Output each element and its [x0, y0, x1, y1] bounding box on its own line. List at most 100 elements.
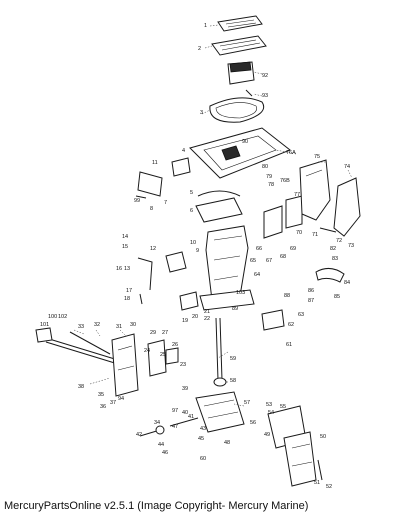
callout-34: 34: [154, 420, 160, 426]
callout-labels: 1 2 92 93 3 4 90 80 79 78 76A 76B 75 74 …: [40, 23, 354, 490]
clip-26[interactable]: [165, 347, 179, 365]
plate-70[interactable]: [285, 195, 303, 229]
callout-42: 42: [136, 432, 142, 438]
callout-6: 6: [190, 208, 193, 214]
callout-27: 27: [162, 330, 168, 336]
screw-93[interactable]: [245, 89, 253, 97]
callout-37: 37: [110, 400, 116, 406]
gasket-ring[interactable]: [209, 97, 265, 123]
shift-rod[interactable]: [137, 257, 153, 291]
cover-frame[interactable]: [211, 35, 267, 56]
callout-57: 57: [244, 400, 250, 406]
callout-75: 75: [314, 154, 320, 160]
callout-50: 50: [320, 434, 326, 440]
callout-53: 53: [266, 402, 272, 408]
drive-shaft[interactable]: [215, 317, 223, 381]
bushing-58[interactable]: [213, 377, 227, 387]
callout-64: 64: [254, 272, 260, 278]
callout-51: 51: [314, 480, 320, 486]
steering-arm[interactable]: [35, 327, 119, 365]
callout-103: 103: [236, 290, 245, 296]
callout-56: 56: [250, 420, 256, 426]
callout-80: 80: [262, 164, 268, 170]
callout-88: 88: [284, 293, 290, 299]
cover-box[interactable]: [227, 61, 255, 85]
callout-48: 48: [224, 440, 230, 446]
exploded-parts-diagram: 1 2 92 93 3 4 90 80 79 78 76A 76B 75 74 …: [35, 15, 361, 490]
swivel-bracket-left[interactable]: [111, 333, 139, 397]
swivel-bracket-center[interactable]: [147, 339, 167, 377]
callout-4: 4: [182, 148, 185, 154]
bracket-12[interactable]: [165, 251, 187, 273]
callout-71: 71: [312, 232, 318, 238]
callout-92: 92: [262, 73, 268, 79]
callout-93: 93: [262, 93, 268, 99]
callout-90: 90: [242, 139, 248, 145]
callout-97: 97: [172, 408, 178, 414]
callout-52: 52: [326, 484, 332, 490]
callout-18: 18: [124, 296, 130, 302]
callout-58: 58: [230, 378, 236, 384]
callout-87: 87: [308, 298, 314, 304]
lever-84[interactable]: [315, 268, 345, 283]
callout-69: 69: [290, 246, 296, 252]
link-rod-72[interactable]: [319, 227, 337, 233]
callout-60: 60: [200, 456, 206, 462]
callout-79: 79: [266, 174, 272, 180]
callout-45: 45: [198, 436, 204, 442]
callout-2: 2: [198, 46, 201, 52]
callout-46: 46: [162, 450, 168, 456]
callout-76A: 76A: [286, 150, 296, 156]
callout-86: 86: [308, 288, 314, 294]
callout-31: 31: [116, 324, 122, 330]
bracket-62[interactable]: [261, 309, 285, 331]
callout-9: 9: [196, 248, 199, 254]
callout-54: 54: [268, 410, 274, 416]
callout-63: 63: [298, 312, 304, 318]
callout-62: 62: [288, 322, 294, 328]
callout-32: 32: [94, 322, 100, 328]
callout-3: 3: [200, 110, 203, 116]
callout-15: 15: [122, 244, 128, 250]
clamp-ring[interactable]: [195, 190, 243, 223]
top-cover-plate[interactable]: [217, 15, 263, 32]
callout-66: 66: [256, 246, 262, 252]
callout-24: 24: [144, 348, 150, 354]
clamp-screw-44[interactable]: [139, 425, 165, 437]
side-bracket-left[interactable]: [135, 171, 163, 199]
callout-40: 40: [182, 410, 188, 416]
plate-69[interactable]: [263, 205, 283, 239]
callout-16: 16: [116, 266, 122, 272]
callout-44: 44: [158, 442, 164, 448]
stud-18[interactable]: [139, 293, 143, 305]
callout-39: 39: [182, 386, 188, 392]
callout-65: 65: [250, 258, 256, 264]
screw-51[interactable]: [317, 459, 323, 481]
pivot-pin-43[interactable]: [169, 417, 199, 427]
bracket-small[interactable]: [171, 157, 191, 177]
driveshaft-housing[interactable]: [199, 225, 255, 311]
callout-13: 13: [124, 266, 130, 272]
side-cover-75[interactable]: [299, 159, 331, 221]
callout-82: 82: [330, 246, 336, 252]
adapter-plate[interactable]: [189, 127, 291, 179]
stern-bracket-right[interactable]: [283, 431, 317, 487]
callout-49: 49: [264, 432, 270, 438]
side-cover-74[interactable]: [333, 177, 361, 237]
callout-17: 17: [126, 288, 132, 294]
callout-67: 67: [266, 258, 272, 264]
image-copyright-caption: MercuryPartsOnline v2.5.1 (Image Copyrig…: [4, 500, 309, 512]
callout-5: 5: [190, 190, 193, 196]
callout-11: 11: [152, 160, 158, 166]
callout-41: 41: [188, 414, 194, 420]
callout-35: 35: [98, 392, 104, 398]
callout-68: 68: [280, 254, 286, 260]
callout-55: 55: [280, 404, 286, 410]
callout-77: 77: [294, 192, 300, 198]
tie-rod-33[interactable]: [69, 331, 111, 355]
stern-bracket[interactable]: [195, 391, 245, 433]
lever-21[interactable]: [179, 291, 199, 311]
callout-26: 26: [172, 342, 178, 348]
callout-8: 8: [150, 206, 153, 212]
callout-29: 29: [150, 330, 156, 336]
